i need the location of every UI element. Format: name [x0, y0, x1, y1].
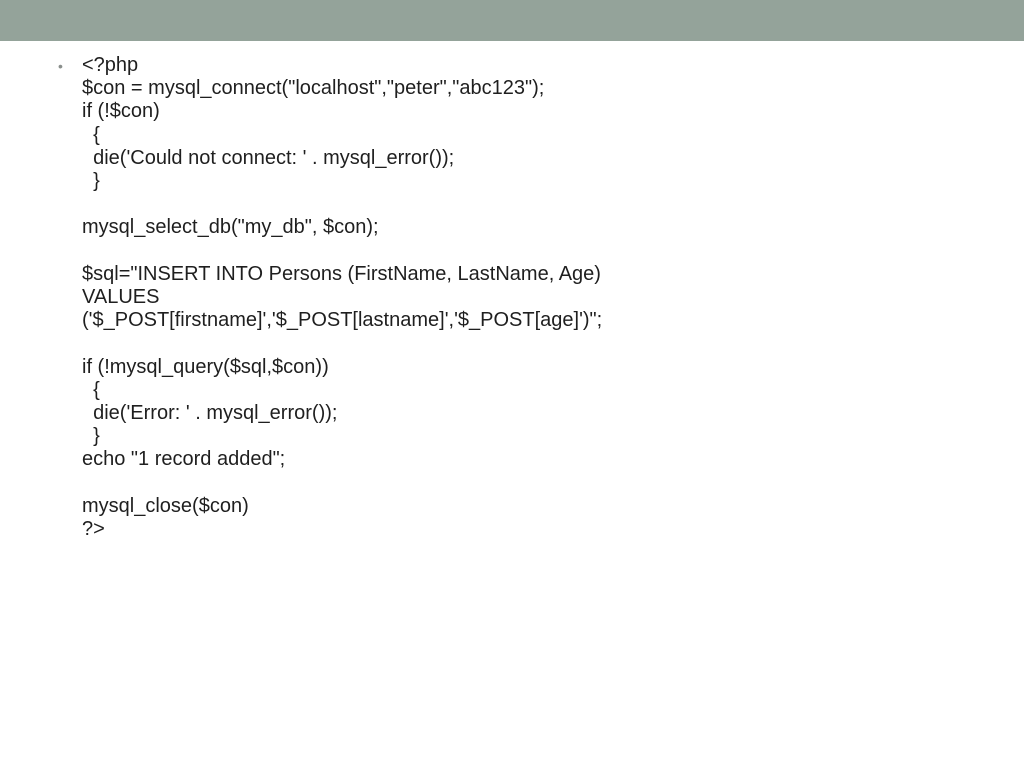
slide-content: • <?php $con = mysql_connect("localhost"…	[58, 54, 998, 541]
code-line: echo "1 record added";	[82, 448, 286, 471]
code-line: die('Error: ' . mysql_error());	[82, 402, 338, 424]
code-line: ?>	[82, 518, 105, 540]
code-line: mysql_close($con)	[82, 494, 249, 517]
code-line: if (!mysql_query($sql,$con))	[82, 355, 329, 378]
blank-line	[82, 193, 602, 216]
bullet-icon: •	[58, 58, 63, 74]
code-line: {	[82, 378, 100, 401]
code-line: $sql="INSERT INTO Persons (FirstName, La…	[82, 262, 601, 285]
code-line: }	[82, 425, 100, 448]
code-line: if (!$con)	[82, 100, 160, 123]
code-line: die('Could not connect: ' . mysql_error(…	[82, 146, 455, 169]
code-line: <?php	[82, 54, 139, 76]
code-line: {	[82, 123, 100, 146]
blank-line	[82, 472, 602, 495]
blank-line	[82, 332, 602, 355]
code-bullet-item: • <?php $con = mysql_connect("localhost"…	[58, 54, 998, 541]
code-line: VALUES	[82, 286, 160, 308]
php-code-block: <?php $con = mysql_connect("localhost","…	[82, 54, 602, 541]
code-line: }	[82, 170, 100, 193]
code-line: ('$_POST[firstname]','$_POST[lastname]',…	[82, 309, 603, 332]
code-line: mysql_select_db("my_db", $con);	[82, 216, 379, 239]
slide-header-bar	[0, 0, 1024, 41]
blank-line	[82, 240, 602, 263]
code-line: $con = mysql_connect("localhost","peter"…	[82, 77, 545, 100]
